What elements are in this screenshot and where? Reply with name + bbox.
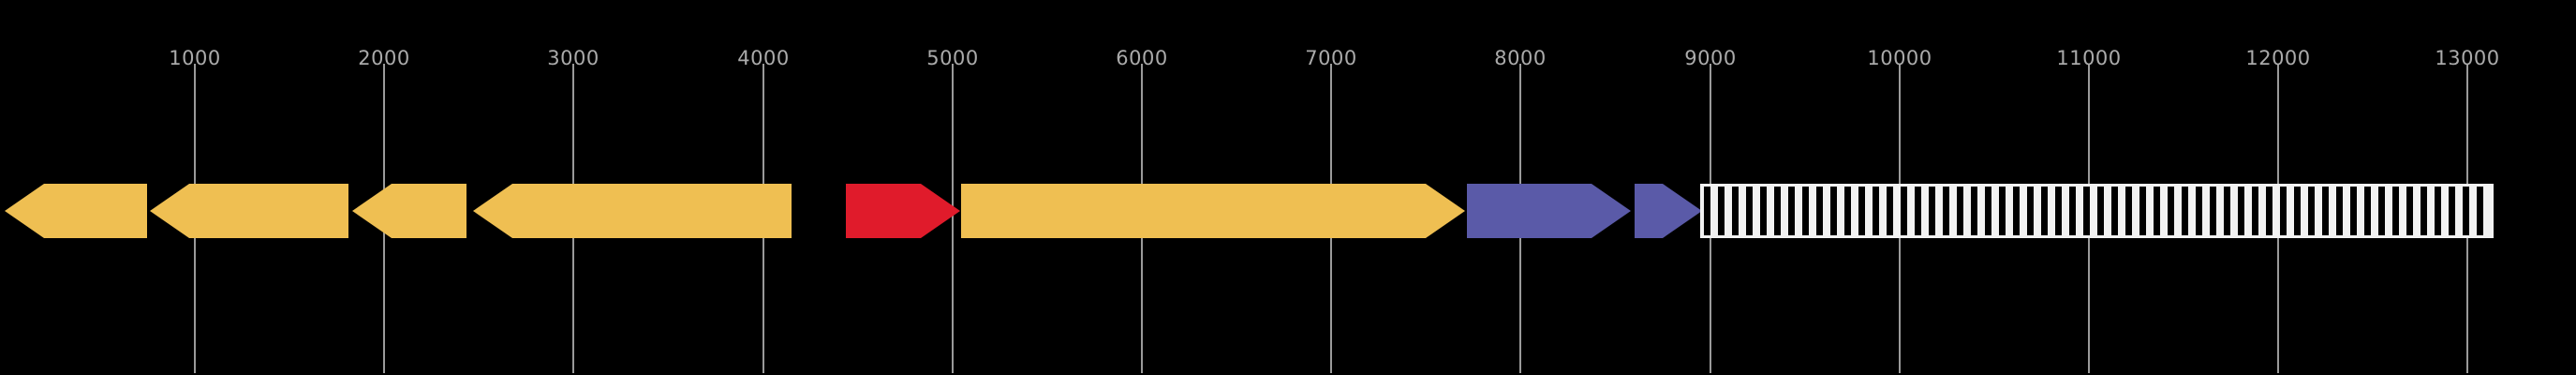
- axis-tick-label: 4000: [737, 47, 790, 69]
- gene-arrow-yellow-2[interactable]: [150, 184, 348, 238]
- axis-tick-label: 12000: [2245, 47, 2311, 69]
- axis-tick-label: 6000: [1116, 47, 1168, 69]
- axis-tick-label: 8000: [1494, 47, 1547, 69]
- gene-arrow-purple-1[interactable]: [1467, 184, 1631, 238]
- gene-arrow-yellow-3[interactable]: [352, 184, 466, 238]
- axis-tick-label: 11000: [2056, 47, 2122, 69]
- axis-tick-label: 13000: [2435, 47, 2500, 69]
- gene-arrow-yellow-5[interactable]: [961, 184, 1465, 238]
- gene-arrow-red-1[interactable]: [846, 184, 960, 238]
- axis-tick-label: 3000: [547, 47, 600, 69]
- axis-tick-label: 2000: [358, 47, 410, 69]
- gene-arrow-yellow-1[interactable]: [5, 184, 147, 238]
- axis-tick-label: 5000: [926, 47, 979, 69]
- gridline: [952, 64, 954, 373]
- gene-arrow-yellow-4[interactable]: [473, 184, 792, 238]
- hatched-region[interactable]: [1700, 184, 2494, 238]
- axis-tick-label: 1000: [169, 47, 221, 69]
- axis-tick-label: 9000: [1684, 47, 1737, 69]
- axis-tick-label: 10000: [1867, 47, 1932, 69]
- gene-arrow-purple-2[interactable]: [1635, 184, 1702, 238]
- axis-tick-label: 7000: [1305, 47, 1357, 69]
